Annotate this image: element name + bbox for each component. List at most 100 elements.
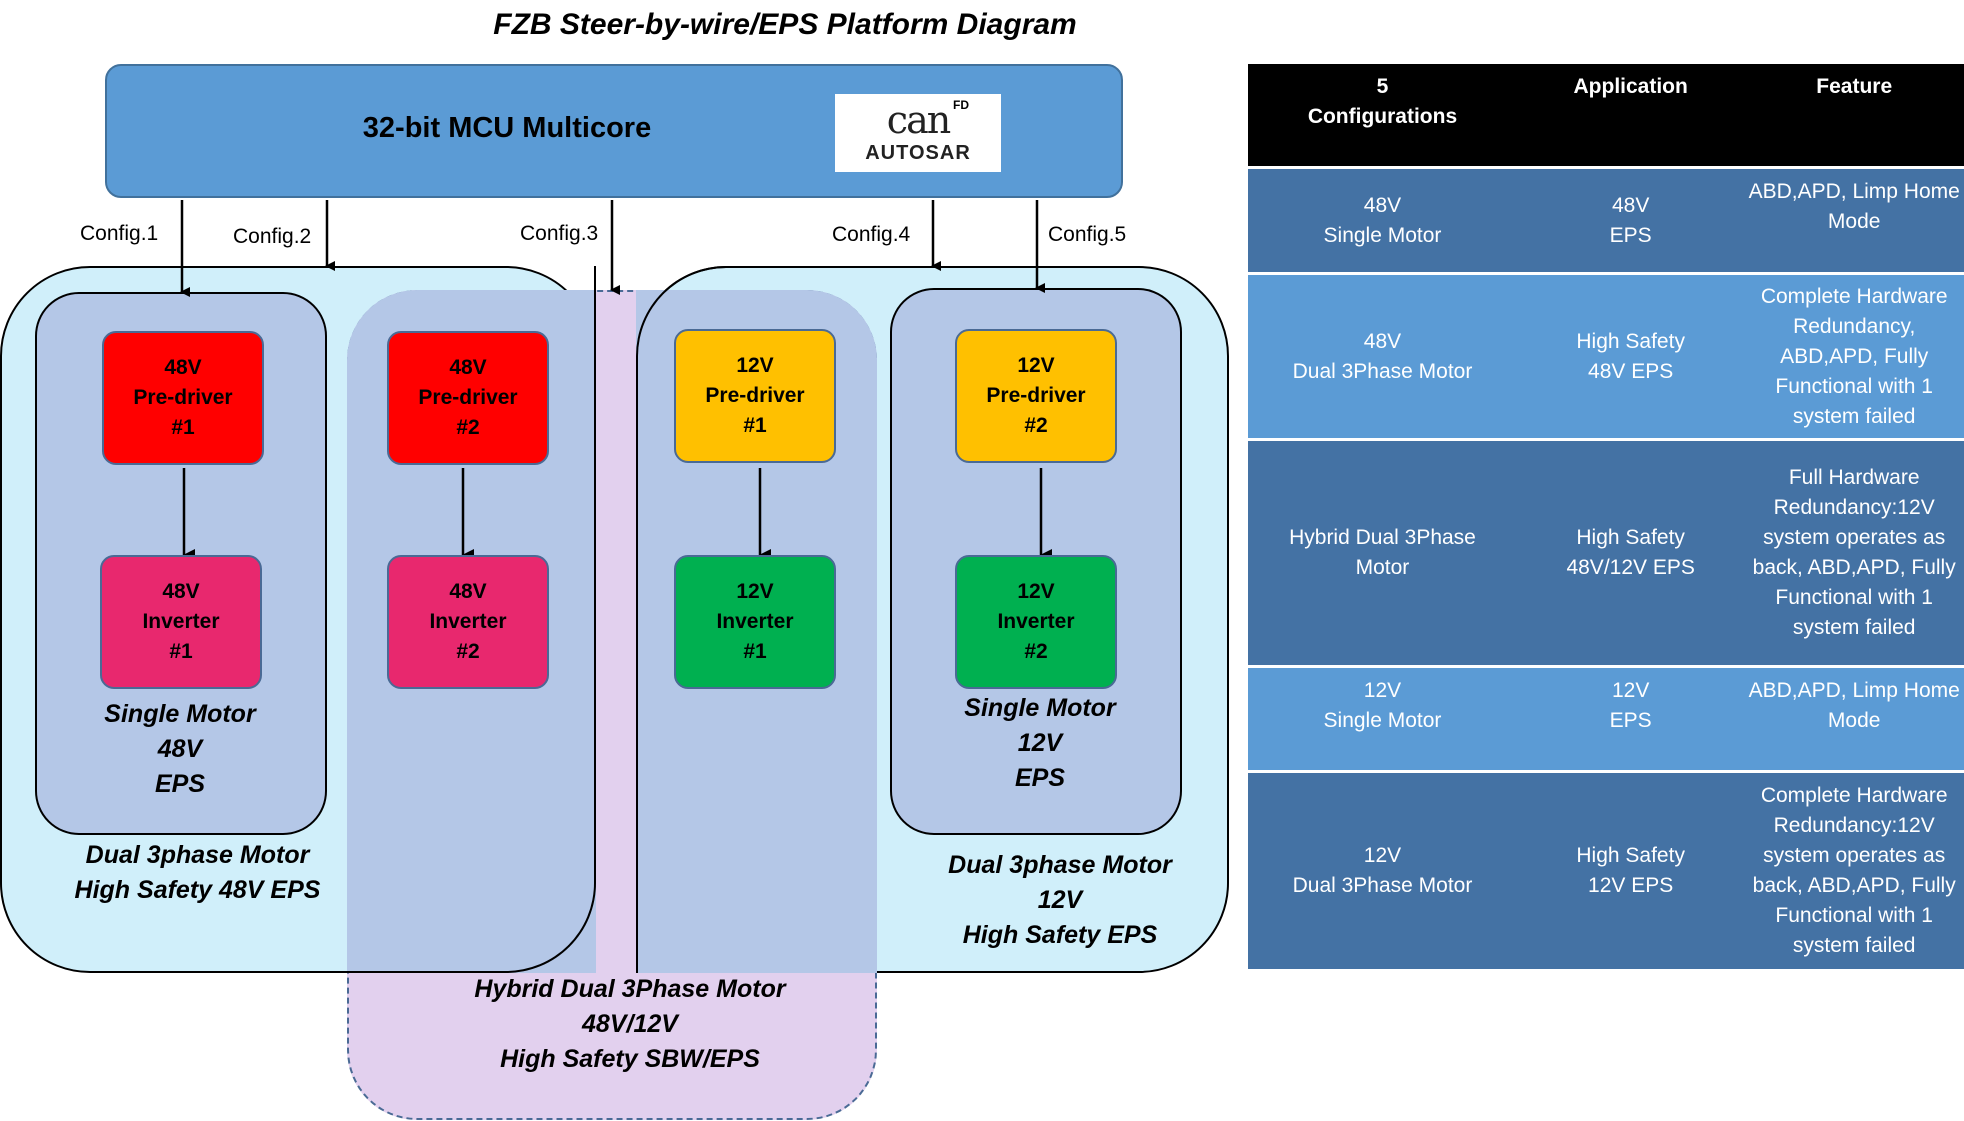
cell-feature: ABD,APD, Limp Home Mode — [1744, 668, 1964, 770]
cell-line: Complete Hardware — [1760, 284, 1948, 308]
label-line: High Safety EPS — [962, 921, 1158, 949]
table-row: 48V Single Motor 48V EPS ABD,APD, Limp H… — [1248, 166, 1964, 272]
dual-48v-group-border — [347, 266, 596, 973]
cell-line: back, ABD,APD, Fully — [1752, 556, 1956, 579]
block-text: Pre-driver — [418, 386, 518, 409]
config1-label: Config.1 — [80, 222, 159, 245]
cell-line: 12V — [1363, 844, 1402, 867]
cell-line: 48V/12V EPS — [1566, 556, 1695, 579]
block-text: #2 — [1024, 640, 1048, 663]
table-header: 5 Configurations Application Feature — [1248, 64, 1964, 166]
cell-line: 48V — [1611, 193, 1650, 217]
cell-config: 48V Single Motor — [1248, 169, 1517, 272]
cell-application: 12V EPS — [1517, 668, 1744, 770]
autosar-logo: AUTOSAR — [865, 142, 971, 164]
block-text: Inverter — [429, 610, 507, 633]
cell-line: ABD,APD, Fully — [1780, 344, 1929, 368]
block-text: 12V — [1017, 580, 1055, 603]
cell-line: Functional with 1 — [1775, 904, 1933, 927]
dual-12v-label: Dual 3phase Motor 12V High Safety EPS — [900, 848, 1220, 953]
block-text: #2 — [1024, 414, 1048, 437]
block-text: Inverter — [716, 610, 794, 633]
cell-application: High Safety 12V EPS — [1517, 773, 1744, 969]
label-line: EPS — [154, 770, 206, 798]
inverter-48v-1: 48V Inverter #1 — [100, 555, 262, 689]
cell-feature: ABD,APD, Limp Home Mode — [1744, 169, 1964, 272]
cell-line: Motor — [1355, 556, 1410, 579]
block-text: 48V — [164, 356, 202, 379]
config5-label: Config.5 — [1048, 223, 1127, 246]
mcu-label: 32-bit MCU Multicore — [362, 112, 652, 144]
cell-line: Configurations — [1307, 105, 1458, 128]
pre-driver-12v-2: 12V Pre-driver #2 — [955, 329, 1117, 463]
block-text: #1 — [743, 414, 767, 437]
label-line: High Safety 48V EPS — [74, 876, 321, 904]
cell-feature: Complete Hardware Redundancy, ABD,APD, F… — [1744, 275, 1964, 438]
single-48v-label: Single Motor 48V EPS — [40, 697, 320, 802]
cell-line: Feature — [1816, 75, 1893, 98]
label-line: Single Motor — [104, 700, 256, 728]
cell-line: High Safety — [1576, 526, 1685, 549]
cell-line: Complete Hardware — [1760, 784, 1948, 807]
inverter-12v-1: 12V Inverter #1 — [674, 555, 836, 689]
cell-config: 48V Dual 3Phase Motor — [1248, 275, 1517, 438]
cell-line: High Safety — [1576, 844, 1685, 867]
block-text: Pre-driver — [986, 384, 1086, 407]
block-text: #1 — [169, 640, 193, 663]
block-text: #2 — [456, 640, 480, 663]
block-text: 48V — [162, 580, 200, 603]
cell-line: system operates as — [1763, 844, 1946, 867]
cell-line: Full Hardware — [1788, 466, 1920, 489]
cell-line: system failed — [1792, 934, 1916, 957]
cell-line: Mode — [1827, 210, 1881, 233]
pre-driver-48v-2: 48V Pre-driver #2 — [387, 331, 549, 465]
cell-line: Single Motor — [1323, 223, 1442, 247]
block-text: #1 — [171, 416, 195, 439]
cell-line: Application — [1573, 75, 1688, 98]
mcu-block: 32-bit MCU Multicore can FD AUTOSAR — [105, 64, 1123, 198]
cell-config: 12V Dual 3Phase Motor — [1248, 773, 1517, 969]
fd-logo: FD — [953, 98, 969, 112]
cell-line: ABD,APD, Limp Home — [1748, 180, 1960, 203]
cell-line: EPS — [1609, 223, 1652, 247]
cell-line: Dual 3Phase Motor — [1292, 359, 1473, 383]
hybrid-label: Hybrid Dual 3Phase Motor 48V/12V High Sa… — [420, 972, 840, 1077]
header-application: Application — [1517, 64, 1744, 166]
cell-line: back, ABD,APD, Fully — [1752, 874, 1956, 897]
cell-line: ABD,APD, Limp Home — [1748, 679, 1960, 702]
label-line: 48V/12V — [582, 1010, 678, 1038]
cell-config: Hybrid Dual 3Phase Motor — [1248, 441, 1517, 665]
dual-48v-label: Dual 3phase Motor High Safety 48V EPS — [40, 838, 355, 908]
cell-line: 12V EPS — [1588, 874, 1674, 897]
cell-line: Redundancy:12V — [1773, 814, 1935, 837]
connector-arrows — [180, 200, 1052, 561]
cell-line: system failed — [1792, 616, 1916, 639]
dual-12v-group-edge — [636, 600, 638, 973]
config4-label: Config.4 — [832, 223, 911, 246]
config3-label: Config.3 — [520, 222, 599, 245]
block-text: Inverter — [997, 610, 1075, 633]
cell-line: Hybrid Dual 3Phase — [1289, 526, 1476, 549]
header-feature: Feature — [1744, 64, 1964, 166]
block-text: 48V — [449, 580, 487, 603]
block-text: Inverter — [142, 610, 220, 633]
cell-line: 48V EPS — [1588, 359, 1674, 383]
configurations-table: 5 Configurations Application Feature 48V… — [1248, 64, 1964, 969]
label-line: Hybrid Dual 3Phase Motor — [474, 975, 786, 1003]
block-text: Pre-driver — [133, 386, 233, 409]
label-line: EPS — [1014, 764, 1066, 792]
cell-config: 12V Single Motor — [1248, 668, 1517, 770]
pre-driver-48v-1: 48V Pre-driver #1 — [102, 331, 264, 465]
cell-application: High Safety 48V EPS — [1517, 275, 1744, 438]
config2-label: Config.2 — [233, 225, 312, 248]
label-line: 48V — [157, 735, 203, 763]
label-line: Dual 3phase Motor — [948, 851, 1172, 879]
can-logo: can — [886, 98, 951, 142]
label-line: 12V — [1037, 886, 1083, 914]
table-row: Hybrid Dual 3Phase Motor High Safety 48V… — [1248, 438, 1964, 665]
cell-line: Functional with 1 — [1775, 586, 1933, 609]
diagram-title: FZB Steer-by-wire/EPS Platform Diagram — [493, 8, 1077, 41]
header-configurations: 5 Configurations — [1248, 64, 1517, 166]
label-line: Single Motor — [964, 694, 1116, 722]
cell-line: Dual 3Phase Motor — [1292, 874, 1473, 897]
